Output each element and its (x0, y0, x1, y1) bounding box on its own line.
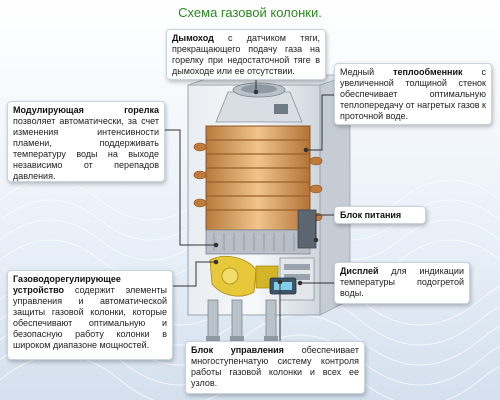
hot-water-outlet-pipe (265, 299, 277, 339)
water-inlet-pipe (207, 299, 219, 339)
callout-valve-term: Газоводорегулирующее устройство (13, 274, 121, 295)
gas-inlet-pipe (231, 299, 243, 339)
diagram-title: Схема газовой колонки. (178, 5, 322, 20)
callout-control-term: Блок управления (191, 345, 284, 355)
callout-control-text: обеспечивает многоступенчатую систему ко… (191, 345, 359, 388)
callout-heat-exchanger: Медный теплообменник с увеличенной толщи… (334, 63, 492, 125)
callout-display-term: Дисплей (340, 266, 379, 276)
callout-valve: Газоводорегулирующее устройство содержит… (7, 270, 173, 360)
callout-chimney: Дымоход с датчиком тяги, прекращающего п… (166, 29, 326, 80)
callout-display-text: для индикации температуры подогретой вод… (340, 266, 464, 298)
callout-burner: Модулирующая горелка позволяет автоматич… (7, 101, 165, 182)
callout-burner-term: Модулирующая горелка (13, 105, 159, 115)
callout-burner-text: позволяет автоматически, за счет изменен… (13, 116, 159, 181)
callout-control: Блок управления обеспечивает многоступен… (185, 341, 365, 394)
callout-valve-text: содержит элементы управления и автоматич… (13, 285, 167, 350)
draft-sensor (274, 104, 288, 114)
callout-heat-exchanger-text: с увеличенной толщиной стенок обеспечива… (340, 67, 486, 121)
copper-heat-exchanger (205, 125, 311, 231)
callout-heat-exchanger-term: теплообменник (393, 67, 463, 77)
gas-water-heater-illustration (187, 74, 351, 342)
callout-power-term: Блок питания (340, 210, 402, 220)
callout-chimney-text: с датчиком тяги, прекращающего подачу га… (172, 33, 320, 76)
callout-heat-exchanger-prefix: Медный (340, 67, 394, 77)
power-unit (297, 209, 317, 249)
callout-power: Блок питания (334, 206, 426, 224)
callout-display: Дисплей для индикации температуры подогр… (334, 262, 470, 304)
callout-chimney-term: Дымоход (172, 33, 214, 43)
